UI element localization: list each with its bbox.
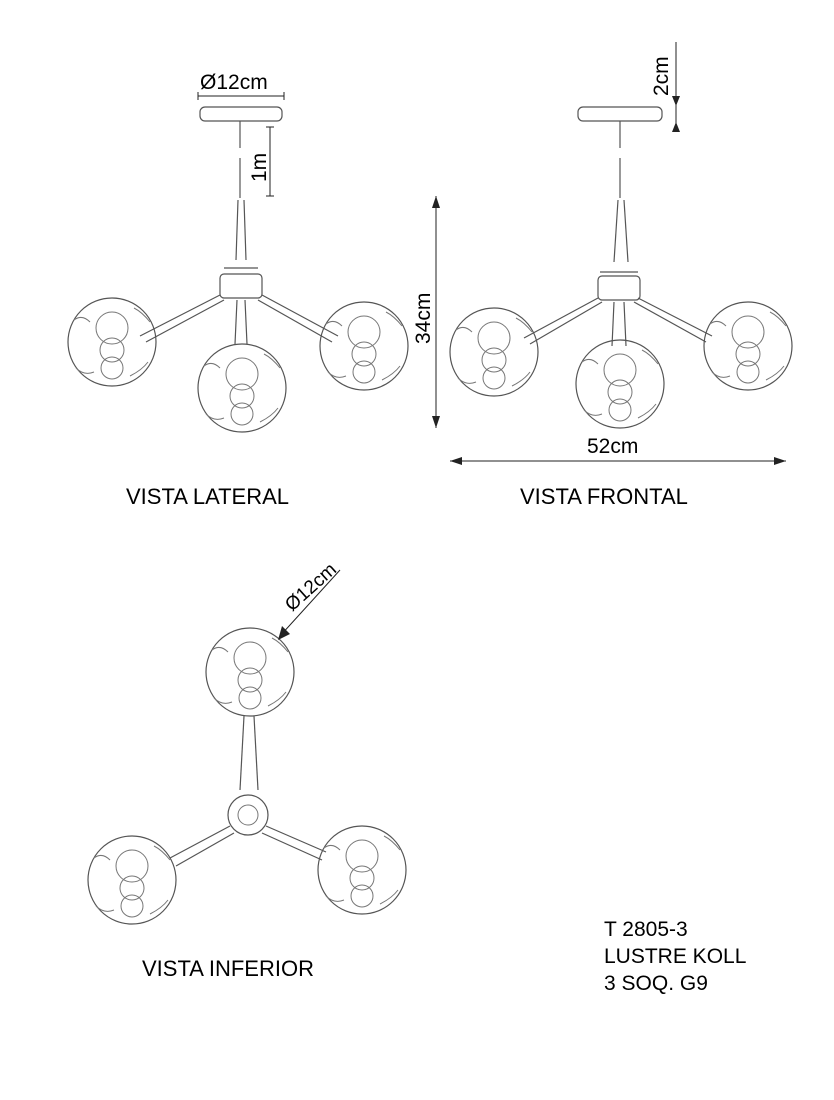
globe-diameter-label: Ø12cm [281, 559, 341, 616]
frontal-view: 2cm 34cm 52cm VISTA FRONTAL [412, 42, 793, 509]
canopy-height-label: 2cm [650, 56, 673, 96]
lateral-view: Ø12cm 1m VISTA LATERAL [67, 71, 409, 509]
product-name: LUSTRE KOLL [604, 945, 747, 968]
inferior-view: Ø12cm VISTA INFERIOR [87, 559, 407, 981]
frontal-view-title: VISTA FRONTAL [520, 484, 688, 509]
product-info: T 2805-3 LUSTRE KOLL 3 SOQ. G9 [604, 916, 746, 997]
product-sockets: 3 SOQ. G9 [604, 972, 708, 995]
height-label: 34cm [412, 293, 435, 344]
width-label: 52cm [587, 435, 638, 458]
lateral-view-title: VISTA LATERAL [126, 484, 289, 509]
inferior-view-title: VISTA INFERIOR [142, 956, 314, 981]
product-code: T 2805-3 [604, 918, 688, 941]
lateral-canopy-diameter-label: Ø12cm [200, 71, 268, 94]
cable-length-label: 1m [248, 153, 271, 182]
